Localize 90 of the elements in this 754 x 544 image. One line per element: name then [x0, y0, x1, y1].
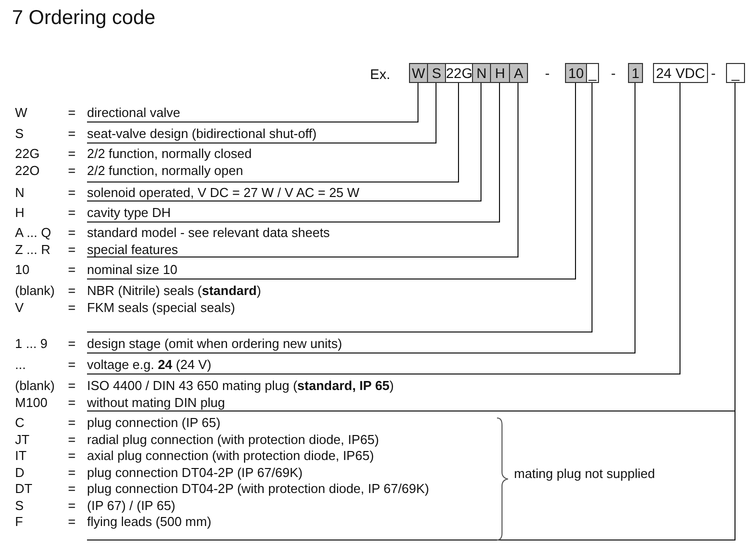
code-box: 24 VDC [653, 63, 708, 83]
equals-sign: = [68, 481, 77, 498]
leader-line [86, 82, 436, 144]
option-code: 22O [15, 162, 41, 179]
equals-sign: = [68, 415, 77, 432]
option-code: N [15, 185, 26, 202]
equals-sign: = [68, 105, 77, 122]
equals-sign: = [68, 394, 77, 411]
option-code: V [15, 300, 25, 316]
option-code: F [15, 514, 24, 530]
equals-sign: = [68, 514, 77, 530]
option-code: A ... Q [15, 225, 52, 242]
option-description: 2/2 function, normally closed [87, 146, 252, 162]
code-box: _ [726, 63, 745, 83]
option-description: plug connection (IP 65) [87, 415, 220, 432]
option-code: (blank) [15, 283, 56, 300]
option-description: (IP 67) / (IP 65) [87, 498, 176, 514]
code-box: A [509, 63, 528, 83]
code-box: N [472, 63, 491, 83]
separator-dash: - [545, 65, 550, 81]
option-code: 1 ... 9 [15, 336, 49, 352]
code-box: W [409, 63, 428, 83]
option-description: ISO 4400 / DIN 43 650 mating plug (standard, IP 65) [87, 378, 394, 394]
equals-sign: = [68, 262, 77, 278]
option-description: FKM seals (special seals) [87, 300, 236, 316]
code-box: 10 [565, 63, 587, 83]
option-description: flying leads (500 mm) [87, 514, 212, 530]
option-description: plug connection DT04-2P (IP 67/69K) [87, 464, 303, 481]
option-description: nominal size 10 [87, 262, 178, 278]
option-description: special features [87, 242, 178, 258]
option-description: solenoid operated, V DC = 27 W / V AC = 25 W [87, 185, 360, 202]
leader-line [86, 82, 482, 202]
equals-sign: = [68, 498, 77, 514]
option-description: standard model - see relevant data sheets [87, 225, 330, 242]
option-description: seat-valve design (bidirectional shut-off) [87, 126, 317, 142]
option-code: W [15, 105, 28, 122]
option-code: H [15, 205, 26, 222]
equals-sign: = [68, 126, 77, 142]
equals-sign: = [68, 464, 77, 481]
option-code: JT [15, 432, 30, 448]
option-code: D [15, 464, 26, 481]
equals-sign: = [68, 378, 77, 394]
leader-line [86, 82, 500, 222]
code-box: H [490, 63, 510, 83]
option-description: NBR (Nitrile) seals (standard) [87, 283, 262, 300]
separator-dash: - [711, 65, 716, 81]
option-description: 2/2 function, normally open [87, 162, 244, 179]
section-heading: 7 Ordering code [12, 7, 156, 30]
code-box: 1 [628, 63, 643, 83]
equals-sign: = [68, 185, 77, 202]
option-description: radial plug connection (with protection diode, IP65) [87, 432, 379, 448]
equals-sign: = [68, 205, 77, 222]
option-code: (blank) [15, 378, 56, 394]
equals-sign: = [68, 283, 77, 300]
code-box: 22G [445, 63, 473, 83]
option-code: S [15, 126, 25, 142]
equals-sign: = [68, 448, 77, 464]
equals-sign: = [68, 300, 77, 316]
leader-line [86, 82, 459, 182]
equals-sign: = [68, 225, 77, 242]
option-description: axial plug connection (with protection diode, IP65) [87, 448, 374, 464]
code-box: _ [586, 63, 599, 83]
option-description: cavity type DH [87, 205, 171, 222]
leader-line [86, 82, 418, 122]
example-label: Ex. [370, 66, 390, 82]
leader-line [86, 82, 576, 280]
equals-sign: = [68, 162, 77, 179]
leader-line [86, 82, 518, 258]
option-code: S [15, 498, 25, 514]
separator-dash: - [611, 65, 616, 81]
equals-sign: = [68, 336, 77, 352]
option-description: plug connection DT04-2P (with protection diode, IP 67/69K) [87, 481, 430, 498]
equals-sign: = [68, 146, 77, 162]
option-code: IT [15, 448, 28, 464]
equals-sign: = [68, 432, 77, 448]
option-description: directional valve [87, 105, 180, 122]
option-code: ... [15, 357, 27, 374]
group-note: mating plug not supplied [514, 466, 655, 481]
option-code: 10 [15, 262, 30, 278]
code-box: S [427, 63, 446, 83]
equals-sign: = [68, 242, 77, 258]
option-code: DT [15, 481, 34, 498]
option-description: voltage e.g. 24 (24 V) [87, 357, 212, 374]
option-description: without mating DIN plug [87, 394, 226, 411]
option-description: design stage (omit when ordering new units) [87, 336, 342, 352]
option-code: C [15, 415, 26, 432]
equals-sign: = [68, 357, 77, 374]
option-code: Z ... R [15, 242, 52, 258]
option-code: M100 [15, 394, 49, 411]
option-code: 22G [15, 146, 41, 162]
